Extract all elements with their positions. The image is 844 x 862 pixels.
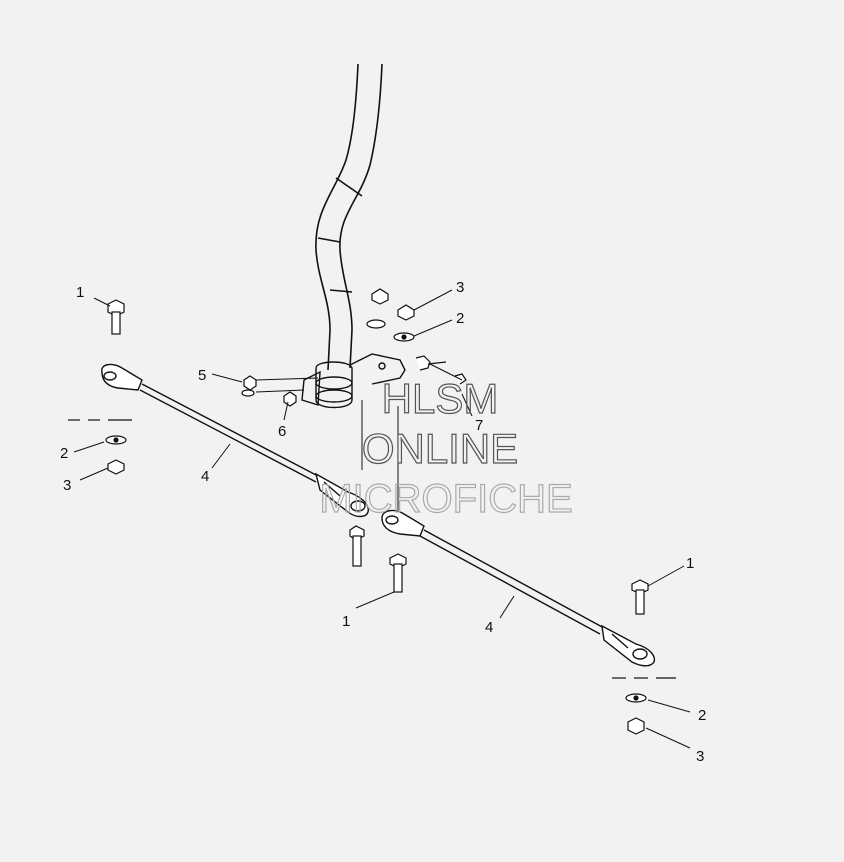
callout-5: 5: [198, 367, 206, 384]
callout-2-top: 2: [456, 310, 464, 327]
callout-3-right: 3: [696, 748, 704, 765]
steering-column: [315, 63, 383, 371]
bolt-center-b: [389, 553, 407, 593]
watermark-line1: HLSM: [382, 375, 499, 422]
callout-1-center: 1: [342, 613, 350, 630]
callout-3-top: 3: [456, 279, 464, 296]
hardware-center: [241, 288, 467, 407]
watermark-line2: ONLINE: [362, 425, 518, 472]
tie-rod-right: [381, 509, 656, 667]
callout-3-left: 3: [63, 477, 71, 494]
watermark: HLSM ONLINE MICROFICHE: [319, 374, 574, 521]
callout-1-right: 1: [686, 555, 694, 572]
watermark-line3: MICROFICHE: [319, 477, 572, 521]
hardware-right: [625, 693, 647, 735]
callout-4-left: 4: [201, 468, 209, 485]
callout-1-top-left: 1: [76, 284, 84, 301]
alignment-lines: [255, 363, 463, 510]
bolt-right: [631, 579, 649, 615]
tie-rod-left: [101, 363, 369, 518]
bolt-top-left: [107, 299, 125, 335]
callout-2-right: 2: [698, 707, 706, 724]
callout-7: 7: [475, 417, 483, 434]
pitman-arm-bracket: [301, 353, 406, 409]
separator-dashes: [68, 419, 676, 679]
callout-4-right: 4: [485, 619, 493, 636]
callout-6: 6: [278, 423, 286, 440]
bolt-center-a: [349, 525, 365, 567]
leader-lines: [73, 289, 691, 749]
hardware-left: [105, 435, 127, 475]
callout-2-left: 2: [60, 445, 68, 462]
